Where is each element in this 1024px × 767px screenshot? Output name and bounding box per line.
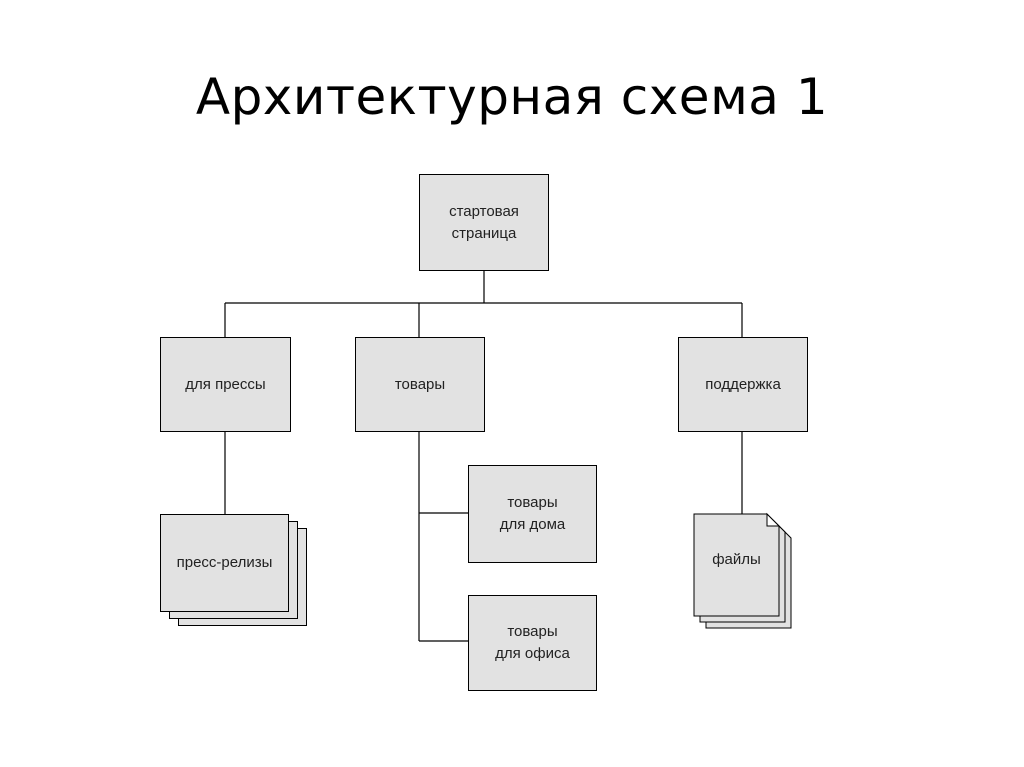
node-start-page: стартовая страница [419,174,549,271]
node-products: товары [355,337,485,432]
files-front-sheet [693,513,780,617]
slide-title: Архитектурная схема 1 [195,68,829,126]
node-press: для прессы [160,337,291,432]
node-press-releases: пресс-релизы [160,514,289,612]
files-folded-corner [766,512,781,527]
node-files-label: файлы [712,550,761,568]
node-office-products: товары для офиса [468,595,597,691]
node-home-products: товары для дома [468,465,597,563]
files-document-stack [693,512,792,629]
node-support: поддержка [678,337,808,432]
